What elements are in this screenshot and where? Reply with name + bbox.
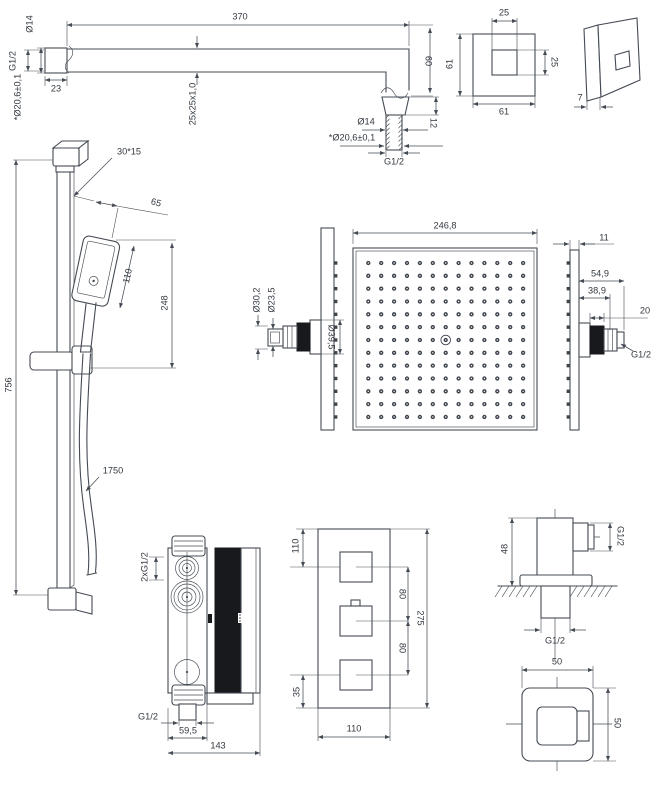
dim-elbow-cover-height: 50 [613,718,623,728]
dim-arm-tolerance-left: *Ø20,6±0,1 [12,74,22,120]
dim-elbow-outlet-thread: G1/2 [616,526,626,546]
view-head-face: 246,8 [352,220,538,431]
dim-mixerf-gap-upper: 80 [398,589,408,599]
view-shower-arm: Ø14 G1/2 *Ø20,6±0,1 23 370 25x25x1,0 60 … [7,11,443,166]
dim-flange-thickness: 7 [577,92,582,102]
dim-arm-thread-length: 23 [51,83,61,93]
dim-head-stub-dia: Ø23,5 [266,287,276,312]
view-mixer-front: 110 35 80 80 275 110 [290,528,430,741]
dim-flange-inner-height: 25 [550,57,560,67]
dim-elbow-inlet-thread: G1/2 [545,635,565,645]
dim-arm-outlet-dia: Ø14 [357,116,374,126]
dim-flange-outer-height: 61 [444,59,454,69]
dim-head-boss-dia: Ø30,2 [251,287,261,312]
dim-head-thread: G1/2 [631,349,651,359]
dim-arm-outlet-collar: 12 [429,118,439,128]
view-mixer-side: 2xG1/2 G1/2 59,5 143 [138,535,261,756]
dim-flange-outer-width: 61 [499,106,509,116]
view-wall-flange: 25 61 25 61 7 [444,7,641,116]
dim-head-width: 246,8 [434,220,457,230]
dim-head-depth-total: 54,9 [591,268,609,278]
dim-mixerf-bottom-offset: 35 [291,687,301,697]
dim-mixerf-gap-lower: 80 [398,643,408,653]
dim-mixer-plate-width: 59,5 [179,725,197,735]
view-head-side-left: Ø30,2 Ø23,5 Ø39,5 [251,227,344,431]
dim-arm-tube-profile: 25x25x1,0 [187,83,197,125]
dim-rail-holder-offset: 65 [150,196,162,208]
dim-arm-dia-left: Ø14 [24,15,34,32]
dim-arm-tolerance-right: *Ø20,6±0,1 [329,132,375,142]
dim-head-flange-dia: Ø39,5 [327,324,337,349]
view-wall-elbow-side: 48 G1/2 G1/2 [494,509,626,660]
dim-rail-height: 756 [3,377,13,392]
dim-head-ring-length: 20 [640,305,650,315]
dim-head-depth-mid: 38,9 [588,285,606,295]
dim-rail-handset-face: 110 [121,268,134,285]
dim-elbow-height: 48 [499,544,509,554]
dim-mixerf-height: 275 [416,610,426,625]
dim-arm-thread-right: G1/2 [384,156,404,166]
view-wall-elbow-front: 50 50 [506,656,623,771]
dim-mixer-total-depth: 143 [210,740,225,750]
dim-rail-profile: 30*15 [117,146,141,156]
dim-mixerf-width: 110 [347,723,362,733]
dim-mixerf-top-offset: 110 [290,539,300,554]
dim-mixer-inlets: 2xG1/2 [139,552,149,582]
dim-elbow-cover-width: 50 [552,656,562,666]
dim-rail-handset-total: 248 [159,295,169,310]
view-slide-rail: 30*15 65 110 248 756 1750 [3,139,176,615]
dim-arm-thread-left: G1/2 [7,51,17,71]
dim-mixer-outlet: G1/2 [138,711,158,721]
dim-arm-length: 370 [232,11,247,21]
view-head-side-right: 11 54,9 38,9 20 G1/2 [553,232,651,431]
dim-flange-inner-width: 25 [499,7,509,17]
dim-arm-drop: 60 [424,56,434,66]
dim-hose-length: 1750 [103,465,123,475]
dim-head-plate-thickness: 11 [599,232,609,242]
